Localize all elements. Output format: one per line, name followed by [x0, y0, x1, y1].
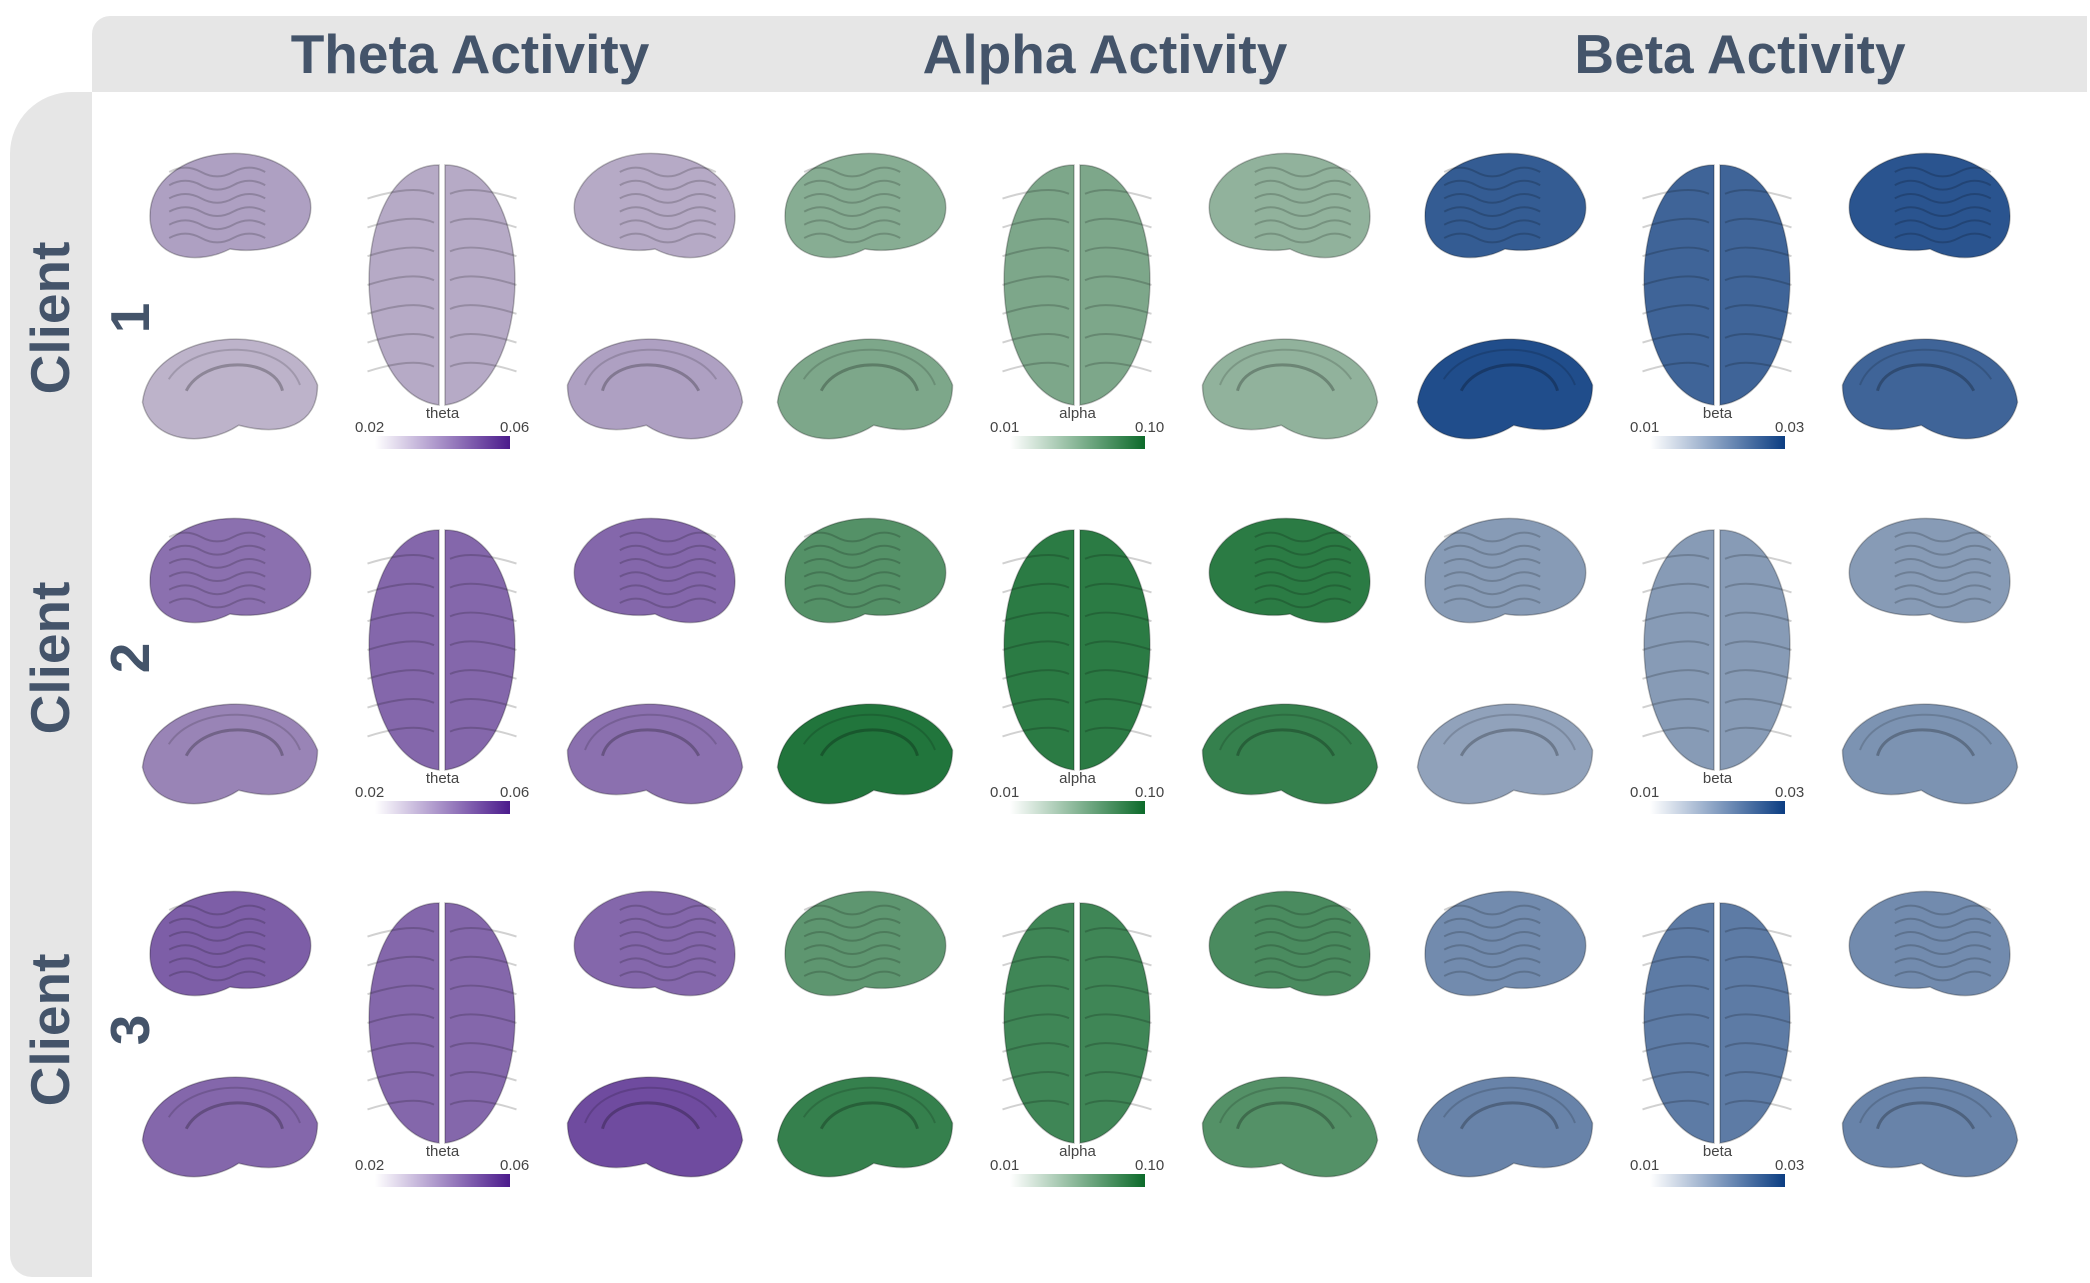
colorbar-title: alpha [1059, 770, 1096, 787]
panel-alpha-client-1: alpha 0.01 0.10 [776, 152, 1379, 449]
brain-top-view [1642, 529, 1792, 771]
colorbar-title: beta [1703, 405, 1733, 422]
brain-top-view [1002, 529, 1152, 771]
colorbar-title: beta [1703, 770, 1733, 787]
brain-top-view [367, 164, 517, 406]
brain-left-medial [1416, 338, 1594, 440]
colorbar-max-label: 0.06 [500, 1157, 529, 1174]
colorbar-max-label: 0.03 [1775, 784, 1804, 801]
brain-left-lateral [149, 152, 312, 259]
colorbar-title: beta [1703, 1143, 1733, 1160]
colorbar [1010, 436, 1145, 449]
brain-right-lateral [1208, 517, 1371, 624]
brain-right-lateral [1208, 152, 1371, 259]
brain-left-lateral [1424, 517, 1587, 624]
colorbar-min-label: 0.01 [990, 419, 1019, 436]
brain-left-medial [1416, 1076, 1594, 1178]
brain-top-view [367, 902, 517, 1144]
colorbar [375, 436, 510, 449]
brain-right-medial [566, 338, 744, 440]
colorbar-max-label: 0.03 [1775, 419, 1804, 436]
brain-right-lateral [573, 890, 736, 997]
colorbar-min-label: 0.01 [1630, 1157, 1659, 1174]
brain-right-medial [1201, 338, 1379, 440]
colorbar [375, 1174, 510, 1187]
brain-left-lateral [149, 890, 312, 997]
brain-right-medial [1201, 703, 1379, 805]
colorbar-min-label: 0.01 [1630, 419, 1659, 436]
brain-right-medial [566, 703, 744, 805]
brain-top-view [1642, 164, 1792, 406]
colorbar-min-label: 0.01 [990, 784, 1019, 801]
brain-right-medial [1841, 703, 2019, 805]
brain-right-medial [1841, 1076, 2019, 1178]
brain-right-lateral [1848, 890, 2011, 997]
brain-left-lateral [784, 517, 947, 624]
colorbar [1650, 436, 1785, 449]
colorbar-title: theta [426, 1143, 460, 1160]
column-title-alpha: Alpha Activity [922, 23, 1288, 85]
panel-alpha-client-3: alpha 0.01 0.10 [776, 890, 1379, 1187]
brain-left-lateral [1424, 890, 1587, 997]
colorbar-min-label: 0.02 [355, 419, 384, 436]
colorbar [375, 801, 510, 814]
brain-top-view [1002, 902, 1152, 1144]
colorbar-max-label: 0.03 [1775, 1157, 1804, 1174]
brain-left-lateral [784, 890, 947, 997]
brain-left-lateral [1424, 152, 1587, 259]
brain-left-medial [1416, 703, 1594, 805]
brain-right-medial [1841, 338, 2019, 440]
panel-beta-client-1: beta 0.01 0.03 [1416, 152, 2019, 449]
colorbar-title: alpha [1059, 405, 1096, 422]
column-header-band [92, 16, 2087, 92]
brain-top-view [1002, 164, 1152, 406]
brain-left-lateral [784, 152, 947, 259]
brain-right-medial [566, 1076, 744, 1178]
panel-theta-client-2: theta 0.02 0.06 [141, 517, 744, 814]
colorbar [1650, 1174, 1785, 1187]
colorbar-max-label: 0.10 [1135, 1157, 1164, 1174]
brain-right-lateral [1848, 152, 2011, 259]
colorbar-max-label: 0.06 [500, 784, 529, 801]
colorbar-max-label: 0.06 [500, 419, 529, 436]
brain-left-medial [141, 703, 319, 805]
brain-left-medial [141, 1076, 319, 1178]
brain-left-medial [776, 338, 954, 440]
colorbar-min-label: 0.02 [355, 1157, 384, 1174]
colorbar-title: alpha [1059, 1143, 1096, 1160]
brain-right-lateral [1208, 890, 1371, 997]
brain-right-lateral [573, 517, 736, 624]
panel-theta-client-1: theta 0.02 0.06 [141, 152, 744, 449]
brain-left-medial [141, 338, 319, 440]
colorbar-max-label: 0.10 [1135, 784, 1164, 801]
panel-beta-client-2: beta 0.01 0.03 [1416, 517, 2019, 814]
brain-left-medial [776, 1076, 954, 1178]
brain-right-lateral [1848, 517, 2011, 624]
colorbar [1010, 801, 1145, 814]
colorbar-min-label: 0.02 [355, 784, 384, 801]
panel-beta-client-3: beta 0.01 0.03 [1416, 890, 2019, 1187]
colorbar [1650, 801, 1785, 814]
brain-top-view [1642, 902, 1792, 1144]
panel-alpha-client-2: alpha 0.01 0.10 [776, 517, 1379, 814]
column-title-beta: Beta Activity [1574, 23, 1906, 85]
colorbar-max-label: 0.10 [1135, 419, 1164, 436]
brain-right-medial [1201, 1076, 1379, 1178]
brain-top-view [367, 529, 517, 771]
colorbar-min-label: 0.01 [1630, 784, 1659, 801]
colorbar-title: theta [426, 405, 460, 422]
brain-left-lateral [149, 517, 312, 624]
panel-theta-client-3: theta 0.02 0.06 [141, 890, 744, 1187]
colorbar-title: theta [426, 770, 460, 787]
row-header-band [10, 92, 92, 1277]
colorbar [1010, 1174, 1145, 1187]
brain-left-medial [776, 703, 954, 805]
colorbar-min-label: 0.01 [990, 1157, 1019, 1174]
column-title-theta: Theta Activity [290, 23, 650, 85]
brain-right-lateral [573, 152, 736, 259]
